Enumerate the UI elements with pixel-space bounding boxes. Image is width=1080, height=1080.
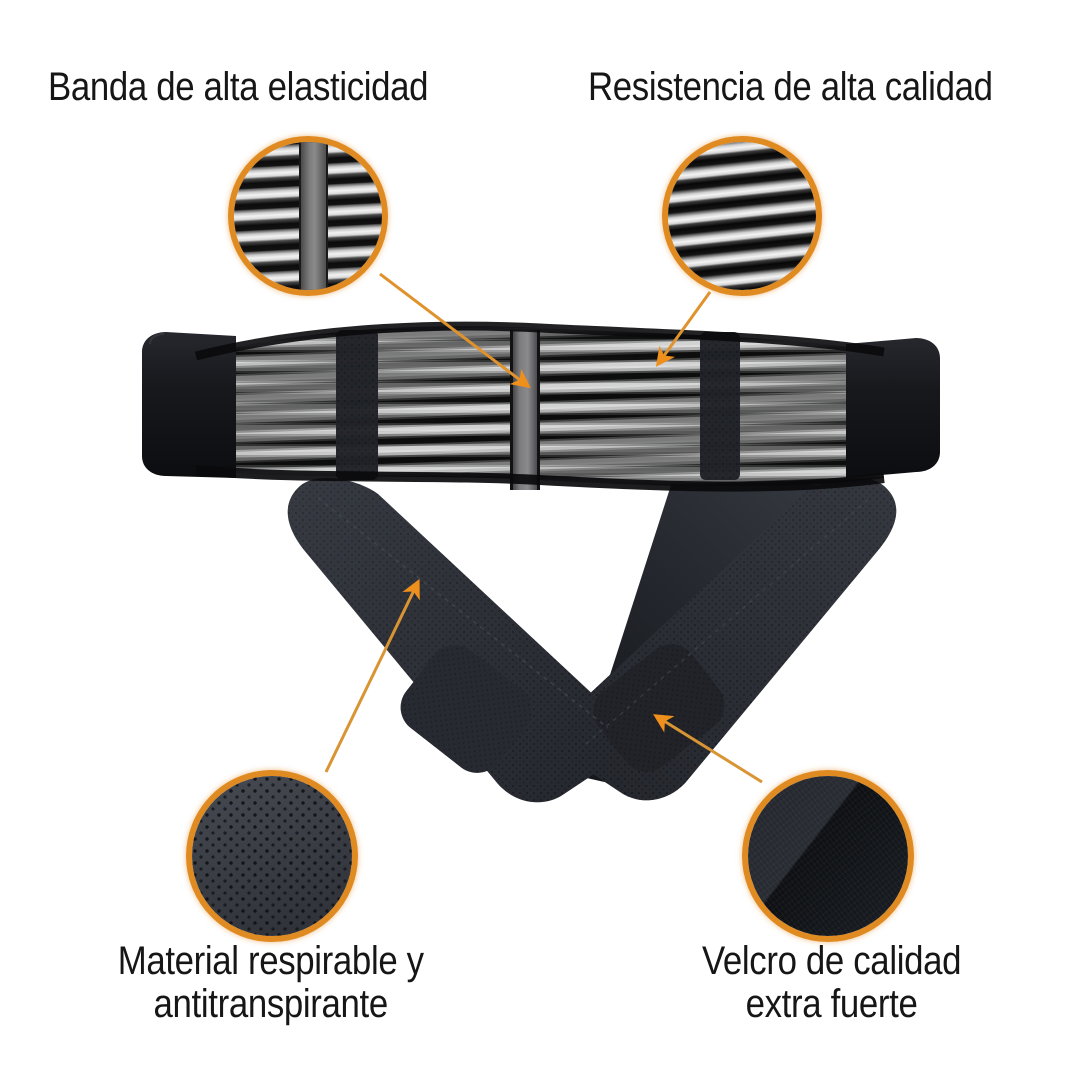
product-belt	[142, 321, 940, 492]
stay-bar-detail	[299, 142, 329, 290]
callout-circle-velcro-fuerte	[742, 770, 914, 942]
caption-banda-elasticidad: Banda de alta elasticidad	[48, 65, 429, 109]
callout-circle-resistencia-calidad	[662, 136, 822, 296]
caption-resistencia-calidad: Resistencia de alta calidad	[588, 65, 993, 109]
texture-striped-elastic-tilted	[668, 142, 816, 290]
caption-material-respirable: Material respirable y antitranspirante	[117, 939, 424, 1027]
product-straps	[287, 477, 897, 803]
callout-circle-banda-elasticidad	[228, 136, 388, 296]
texture-velcro-diagonal	[748, 776, 908, 936]
texture-perforated-mesh	[192, 776, 352, 936]
caption-velcro-fuerte: Velcro de calidad extra fuerte	[701, 939, 962, 1027]
callout-circle-material-respirable	[186, 770, 358, 942]
